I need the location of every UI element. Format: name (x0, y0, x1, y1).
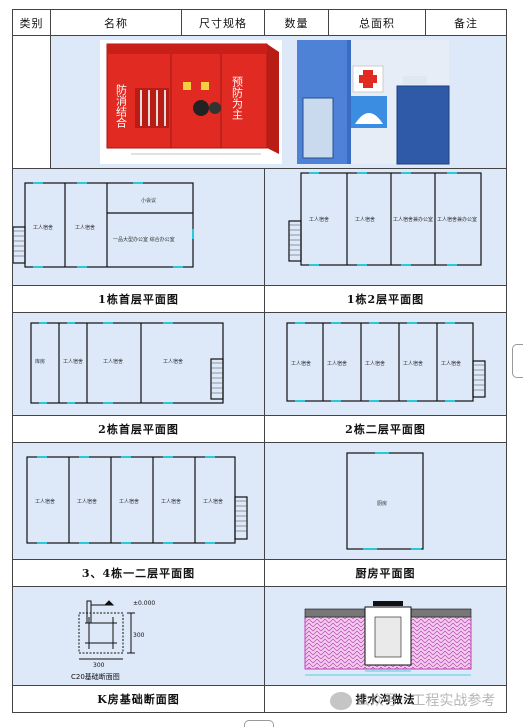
room-label: 工人宿舍 (291, 360, 311, 367)
header-total-area: 总面积 (328, 9, 426, 36)
bottom-scroll-tab[interactable] (244, 720, 274, 727)
caption-b2-floor1: 2栋首层平面图 (12, 415, 265, 443)
caption-b34: 3、4栋一二层平面图 (12, 559, 265, 587)
room-label: 厨房 (377, 500, 387, 507)
room-label: 工人宿舍 (103, 358, 123, 365)
photos-svg: 防消结合 预防为主 (100, 40, 450, 165)
first-aid-room-photo (297, 40, 450, 165)
level-label: ±0.000 (133, 600, 155, 607)
room-label: 一品大型办公室 综合办公室 (113, 236, 175, 243)
room-label: 工人宿舍 (163, 358, 183, 365)
room-label: 工人宿舍 (119, 498, 139, 505)
room-label: 工人宿舍 (403, 360, 423, 367)
watermark: 公众号 · 工程实战参考 (330, 690, 495, 710)
plan-b1-floor2: 工人宿舍 工人宿舍 工人宿舍兼办公室 工人宿舍兼办公室 (264, 168, 507, 286)
plan-b34-drawing: 工人宿舍 工人宿舍 工人宿舍 工人宿舍 工人宿舍 (26, 456, 248, 544)
room-label: 小会议 (141, 197, 156, 204)
room-label: 工人宿舍 (327, 360, 347, 367)
room-label: 工人宿舍兼办公室 (393, 216, 433, 223)
plan-b1-floor2-drawing: 工人宿舍 工人宿舍 工人宿舍兼办公室 工人宿舍兼办公室 (288, 172, 482, 266)
header-name: 名称 (50, 9, 182, 36)
room-label: 工人宿舍 (63, 358, 83, 365)
side-scroll-tab[interactable] (512, 344, 523, 378)
plan-foundation: ±0.000 300 300 C20基础断面图 (12, 586, 265, 686)
foundation-section-drawing: ±0.000 300 300 C20基础断面图 (71, 600, 155, 681)
room-label: 工人宿舍 (365, 360, 385, 367)
caption-b2-floor2: 2栋二层平面图 (264, 415, 507, 443)
room-label: 工人宿舍 (161, 498, 181, 505)
header-quantity: 数量 (264, 9, 329, 36)
cabinet-label-right: 预防为主 (231, 76, 244, 120)
room-label: 工人宿舍 (33, 224, 53, 231)
wechat-icon (330, 692, 352, 710)
caption-kitchen: 厨房平面图 (264, 559, 507, 587)
dim-height-label: 300 (133, 632, 145, 639)
room-label: 库房 (35, 358, 45, 365)
plan-b1-floor1-drawing: 工人宿舍 工人宿舍 小会议 一品大型办公室 综合办公室 (13, 182, 194, 268)
caption-b1-floor1: 1栋首层平面图 (12, 285, 265, 313)
foundation-title: C20基础断面图 (71, 672, 120, 681)
plan-b2-floor2: 工人宿舍 工人宿舍 工人宿舍 工人宿舍 工人宿舍 (264, 312, 507, 416)
watermark-text: 公众号 · 工程实战参考 (356, 693, 496, 709)
header-remarks: 备注 (425, 9, 507, 36)
plan-kitchen: 厨房 (264, 442, 507, 560)
category-cell (12, 35, 51, 169)
room-label: 工人宿舍 (203, 498, 223, 505)
plan-b2-floor1-drawing: 库房 工人宿舍 工人宿舍 工人宿舍 (30, 322, 224, 404)
room-label: 工人宿舍 (441, 360, 461, 367)
fire-cabinet-photo: 防消结合 预防为主 (100, 40, 282, 164)
caption-drain: 排水沟做法 (264, 685, 507, 713)
plan-b2-floor1: 库房 工人宿舍 工人宿舍 工人宿舍 (12, 312, 265, 416)
plan-b34: 工人宿舍 工人宿舍 工人宿舍 工人宿舍 工人宿舍 (12, 442, 265, 560)
drain-detail-drawing (304, 601, 472, 676)
header-size: 尺寸规格 (181, 9, 265, 36)
caption-b1-floor2: 1栋2层平面图 (264, 285, 507, 313)
equipment-table: 类别 名称 尺寸规格 数量 总面积 备注 (12, 9, 507, 713)
header-category: 类别 (12, 9, 51, 36)
plan-kitchen-drawing: 厨房 (346, 452, 424, 550)
room-label: 工人宿舍兼办公室 (437, 216, 477, 223)
photo-cell: 防消结合 预防为主 (50, 35, 507, 169)
table-header-row: 类别 名称 尺寸规格 数量 总面积 备注 (12, 9, 507, 36)
plan-drain (264, 586, 507, 686)
plan-b2-floor2-drawing: 工人宿舍 工人宿舍 工人宿舍 工人宿舍 工人宿舍 (286, 322, 486, 402)
room-label: 工人宿舍 (75, 224, 95, 231)
room-label: 工人宿舍 (309, 216, 329, 223)
cabinet-label-left: 防消结合 (115, 83, 128, 128)
dim-width-label: 300 (93, 662, 105, 669)
caption-foundation: K房基础断面图 (12, 685, 265, 713)
plan-b1-floor1: 工人宿舍 工人宿舍 小会议 一品大型办公室 综合办公室 (12, 168, 265, 286)
room-label: 工人宿舍 (77, 498, 97, 505)
room-label: 工人宿舍 (355, 216, 375, 223)
room-label: 工人宿舍 (35, 498, 55, 505)
